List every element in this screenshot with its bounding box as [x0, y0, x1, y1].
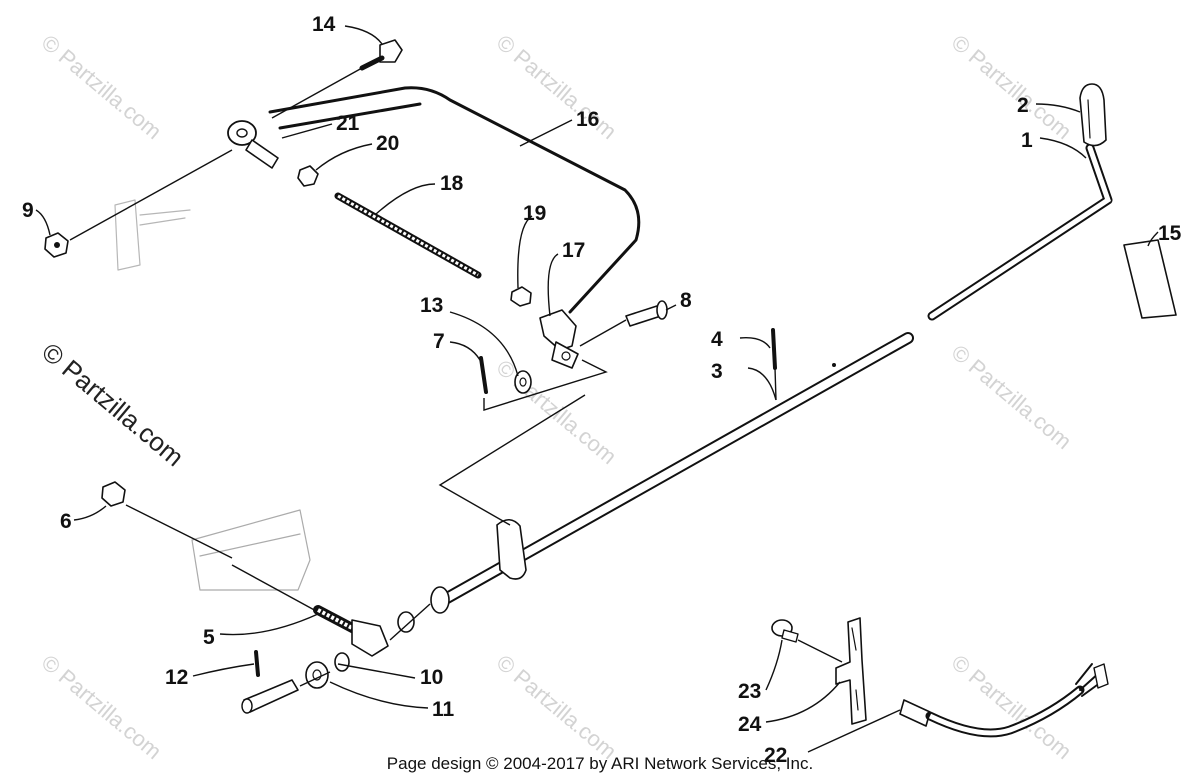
part-16-cable[interactable] [268, 86, 641, 314]
part-10-washers[interactable] [334, 603, 431, 672]
part-4-roll-pin[interactable] [771, 328, 777, 401]
part-5-adjuster-bolt[interactable] [231, 564, 389, 657]
callout-17[interactable]: 17 [562, 239, 585, 262]
callout-21[interactable]: 21 [336, 112, 360, 135]
callout-14[interactable]: 14 [312, 13, 336, 36]
part-9-nut[interactable] [44, 149, 233, 258]
assembly-guide-lines [438, 359, 608, 526]
part-17-shift-arm[interactable] [539, 309, 627, 369]
callout-8[interactable]: 8 [680, 289, 692, 312]
part-6-nut[interactable] [101, 481, 233, 559]
callout-19[interactable]: 19 [523, 202, 546, 225]
footer-copyright: Page design © 2004-2017 by ARI Network S… [386, 754, 814, 773]
part-8-clevis-pin[interactable] [625, 300, 668, 327]
callout-1[interactable]: 1 [1021, 129, 1033, 152]
part-24-bracket[interactable] [835, 617, 867, 725]
callout-23[interactable]: 23 [738, 680, 761, 703]
callout-13[interactable]: 13 [420, 294, 443, 317]
callout-16[interactable]: 16 [576, 108, 599, 131]
callout-20[interactable]: 20 [376, 132, 399, 155]
part-7-cotter-pin[interactable] [479, 356, 488, 394]
callout-18[interactable]: 18 [440, 172, 464, 195]
watermark: © Partzilla.com [37, 650, 167, 764]
watermark: © Partzilla.com [947, 340, 1077, 454]
callout-numbers: 1 2 3 4 5 6 7 8 9 10 11 12 13 14 15 16 1… [22, 13, 1182, 767]
callout-7[interactable]: 7 [433, 330, 445, 353]
faint-mount [191, 509, 311, 591]
watermark: © Partzilla.com [947, 30, 1077, 144]
watermark-prominent: © Partzilla.com [36, 337, 189, 473]
callout-11[interactable]: 11 [432, 698, 455, 721]
part-12-pin[interactable] [241, 650, 331, 714]
part-15-decal[interactable] [1123, 239, 1177, 319]
part-20-nut[interactable] [297, 165, 319, 187]
watermark: © Partzilla.com [492, 650, 622, 764]
callout-leaders [35, 25, 1159, 753]
callout-5[interactable]: 5 [203, 626, 215, 649]
callout-15[interactable]: 15 [1158, 222, 1182, 245]
callout-12[interactable]: 12 [165, 666, 188, 689]
callout-2[interactable]: 2 [1017, 94, 1029, 117]
callout-24[interactable]: 24 [738, 713, 762, 736]
part-1-shift-lever[interactable] [927, 143, 1113, 321]
part-23-fastener[interactable] [771, 619, 843, 663]
part-13-washer[interactable] [514, 370, 532, 394]
background-watermarks: © Partzilla.com © Partzilla.com © Partzi… [36, 30, 1076, 764]
part-22-switch-cable[interactable] [899, 663, 1109, 738]
callout-3[interactable]: 3 [711, 360, 723, 383]
watermark: © Partzilla.com [37, 30, 167, 144]
callout-22[interactable]: 22 [764, 744, 787, 767]
faint-bracket [114, 199, 191, 271]
shaft-end-fitting [430, 518, 527, 614]
callout-4[interactable]: 4 [711, 328, 723, 351]
callout-10[interactable]: 10 [420, 666, 443, 689]
part-19-nut[interactable] [510, 286, 532, 307]
part-21-rod-end[interactable] [227, 120, 279, 169]
part-18-threaded-rod[interactable] [334, 192, 482, 279]
callout-6[interactable]: 6 [60, 510, 72, 533]
callout-9[interactable]: 9 [22, 199, 34, 222]
part-14-bolt[interactable] [271, 39, 403, 119]
part-11-washer[interactable] [305, 661, 329, 689]
part-2-knob[interactable] [1079, 83, 1107, 147]
